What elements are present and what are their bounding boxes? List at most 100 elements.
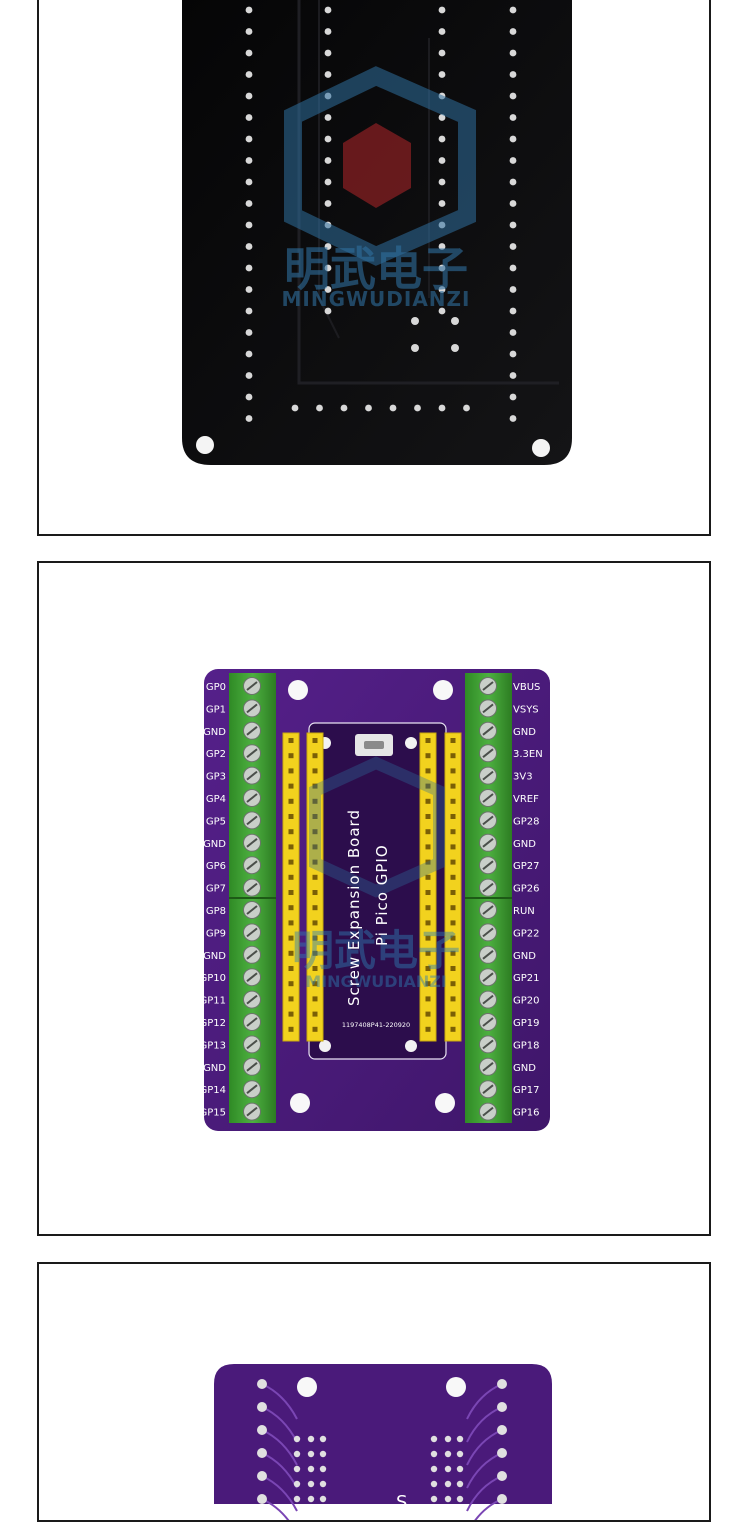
underside-pad (319, 1450, 327, 1458)
solder-pad (438, 178, 446, 186)
solder-pad (324, 286, 332, 293)
left-pin-label: GP0 (206, 682, 226, 693)
solder-pad (509, 200, 517, 207)
solder-pad (411, 317, 419, 325)
solder-pad (316, 404, 323, 412)
solder-pad (438, 71, 446, 78)
underside-pad (497, 1448, 507, 1458)
right-pin-label: GP27 (513, 861, 540, 872)
solder-pad (509, 415, 517, 422)
mount-hole (435, 1093, 455, 1113)
solder-pad (324, 243, 332, 250)
solder-pad (324, 6, 332, 14)
underside-pad (430, 1495, 438, 1503)
underside-pad (257, 1402, 267, 1412)
solder-pad (245, 178, 253, 186)
solder-pad (245, 243, 253, 250)
left-pin-label: GND (203, 1063, 226, 1074)
underside-pad (456, 1495, 464, 1503)
watermark-chinese: 明武电子 (284, 242, 468, 296)
right-pin-label: GP26 (513, 884, 540, 895)
solder-pad (245, 71, 253, 78)
solder-pad (389, 404, 397, 412)
underside-pad (456, 1480, 464, 1488)
solder-pad (245, 157, 253, 164)
watermark-english: MINGWUDIANZI (281, 287, 470, 311)
photo-frame-board-underside: S (37, 1262, 711, 1522)
underside-pad (293, 1435, 301, 1443)
solder-pad (438, 135, 446, 143)
solder-pad (438, 307, 446, 315)
underside-pad (293, 1480, 301, 1488)
solder-pad (438, 404, 446, 412)
partial-silk-letter: S (396, 1492, 407, 1513)
underside-pad (430, 1435, 438, 1443)
solder-pad (509, 393, 517, 401)
left-pin-label: GP15 (199, 1108, 226, 1119)
left-pin-labels: GP0GP1GNDGP2GP3GP4GP5GNDGP6GP7GP8GP9GNDG… (199, 682, 226, 1119)
left-pin-label: GP9 (206, 928, 226, 939)
solder-pad (245, 350, 253, 358)
solder-pads (245, 6, 517, 422)
left-pin-label: GP6 (206, 861, 226, 872)
right-pin-label: RUN (513, 906, 535, 917)
solder-pad (509, 350, 517, 358)
underside-pad (444, 1480, 452, 1488)
solder-pad (324, 264, 332, 272)
underside-pad (497, 1494, 507, 1504)
underside-pad (319, 1480, 327, 1488)
black-board-photo: 明武电子 MINGWUDIANZI (182, 0, 572, 465)
underside-pad (293, 1450, 301, 1458)
underside-pad (430, 1450, 438, 1458)
solder-pad (509, 92, 517, 100)
solder-pad (509, 49, 517, 57)
solder-pad (245, 415, 253, 422)
right-pin-label: GP20 (513, 996, 540, 1007)
right-pin-label: GP22 (513, 928, 540, 939)
underside-pad (497, 1402, 507, 1412)
pin-header-left-outer (282, 732, 300, 1042)
solder-pad (324, 28, 332, 35)
underside-pad (444, 1435, 452, 1443)
solder-pad (509, 6, 517, 14)
solder-pad (438, 200, 446, 207)
solder-pad (509, 243, 517, 250)
right-pin-labels: VBUSVSYSGND3.3EN3V3VREFGP28GNDGP27GP26RU… (513, 682, 543, 1119)
right-pin-label: GP17 (513, 1085, 540, 1096)
mount-hole (196, 436, 214, 454)
solder-pad (245, 114, 253, 121)
solder-pad (411, 344, 419, 352)
solder-pad (324, 157, 332, 164)
solder-pad (463, 404, 470, 412)
solder-pad (438, 49, 446, 57)
solder-pad (438, 28, 446, 35)
solder-pad (509, 264, 517, 272)
right-pin-label: GND (513, 951, 536, 962)
left-pin-label: GND (203, 839, 226, 850)
underside-pad (307, 1465, 315, 1473)
solder-pad (324, 49, 332, 57)
screw-expansion-board-photo: 明武电子 MINGWUDIANZI Screw Expansion Board … (199, 669, 550, 1131)
underside-pad (307, 1480, 315, 1488)
mount-hole (290, 1093, 310, 1113)
solder-pad (451, 317, 459, 325)
underside-pad (430, 1480, 438, 1488)
solder-pad (509, 372, 517, 379)
left-pin-label: GP8 (206, 906, 226, 917)
underside-pad (497, 1425, 507, 1435)
solder-pad (438, 243, 446, 250)
solder-pad (324, 71, 332, 78)
solder-pad (245, 307, 253, 315)
solder-pad (245, 200, 253, 207)
solder-pad (509, 28, 517, 35)
right-pin-label: GP21 (513, 973, 540, 984)
right-pin-label: GP28 (513, 816, 540, 827)
right-pin-label: GND (513, 727, 536, 738)
solder-pad (245, 393, 253, 401)
right-pin-label: 3.3EN (513, 749, 543, 760)
underside-pad (430, 1465, 438, 1473)
solder-pad (340, 404, 348, 412)
underside-pad (444, 1495, 452, 1503)
solder-pad (291, 404, 299, 412)
underside-pad (497, 1379, 507, 1389)
